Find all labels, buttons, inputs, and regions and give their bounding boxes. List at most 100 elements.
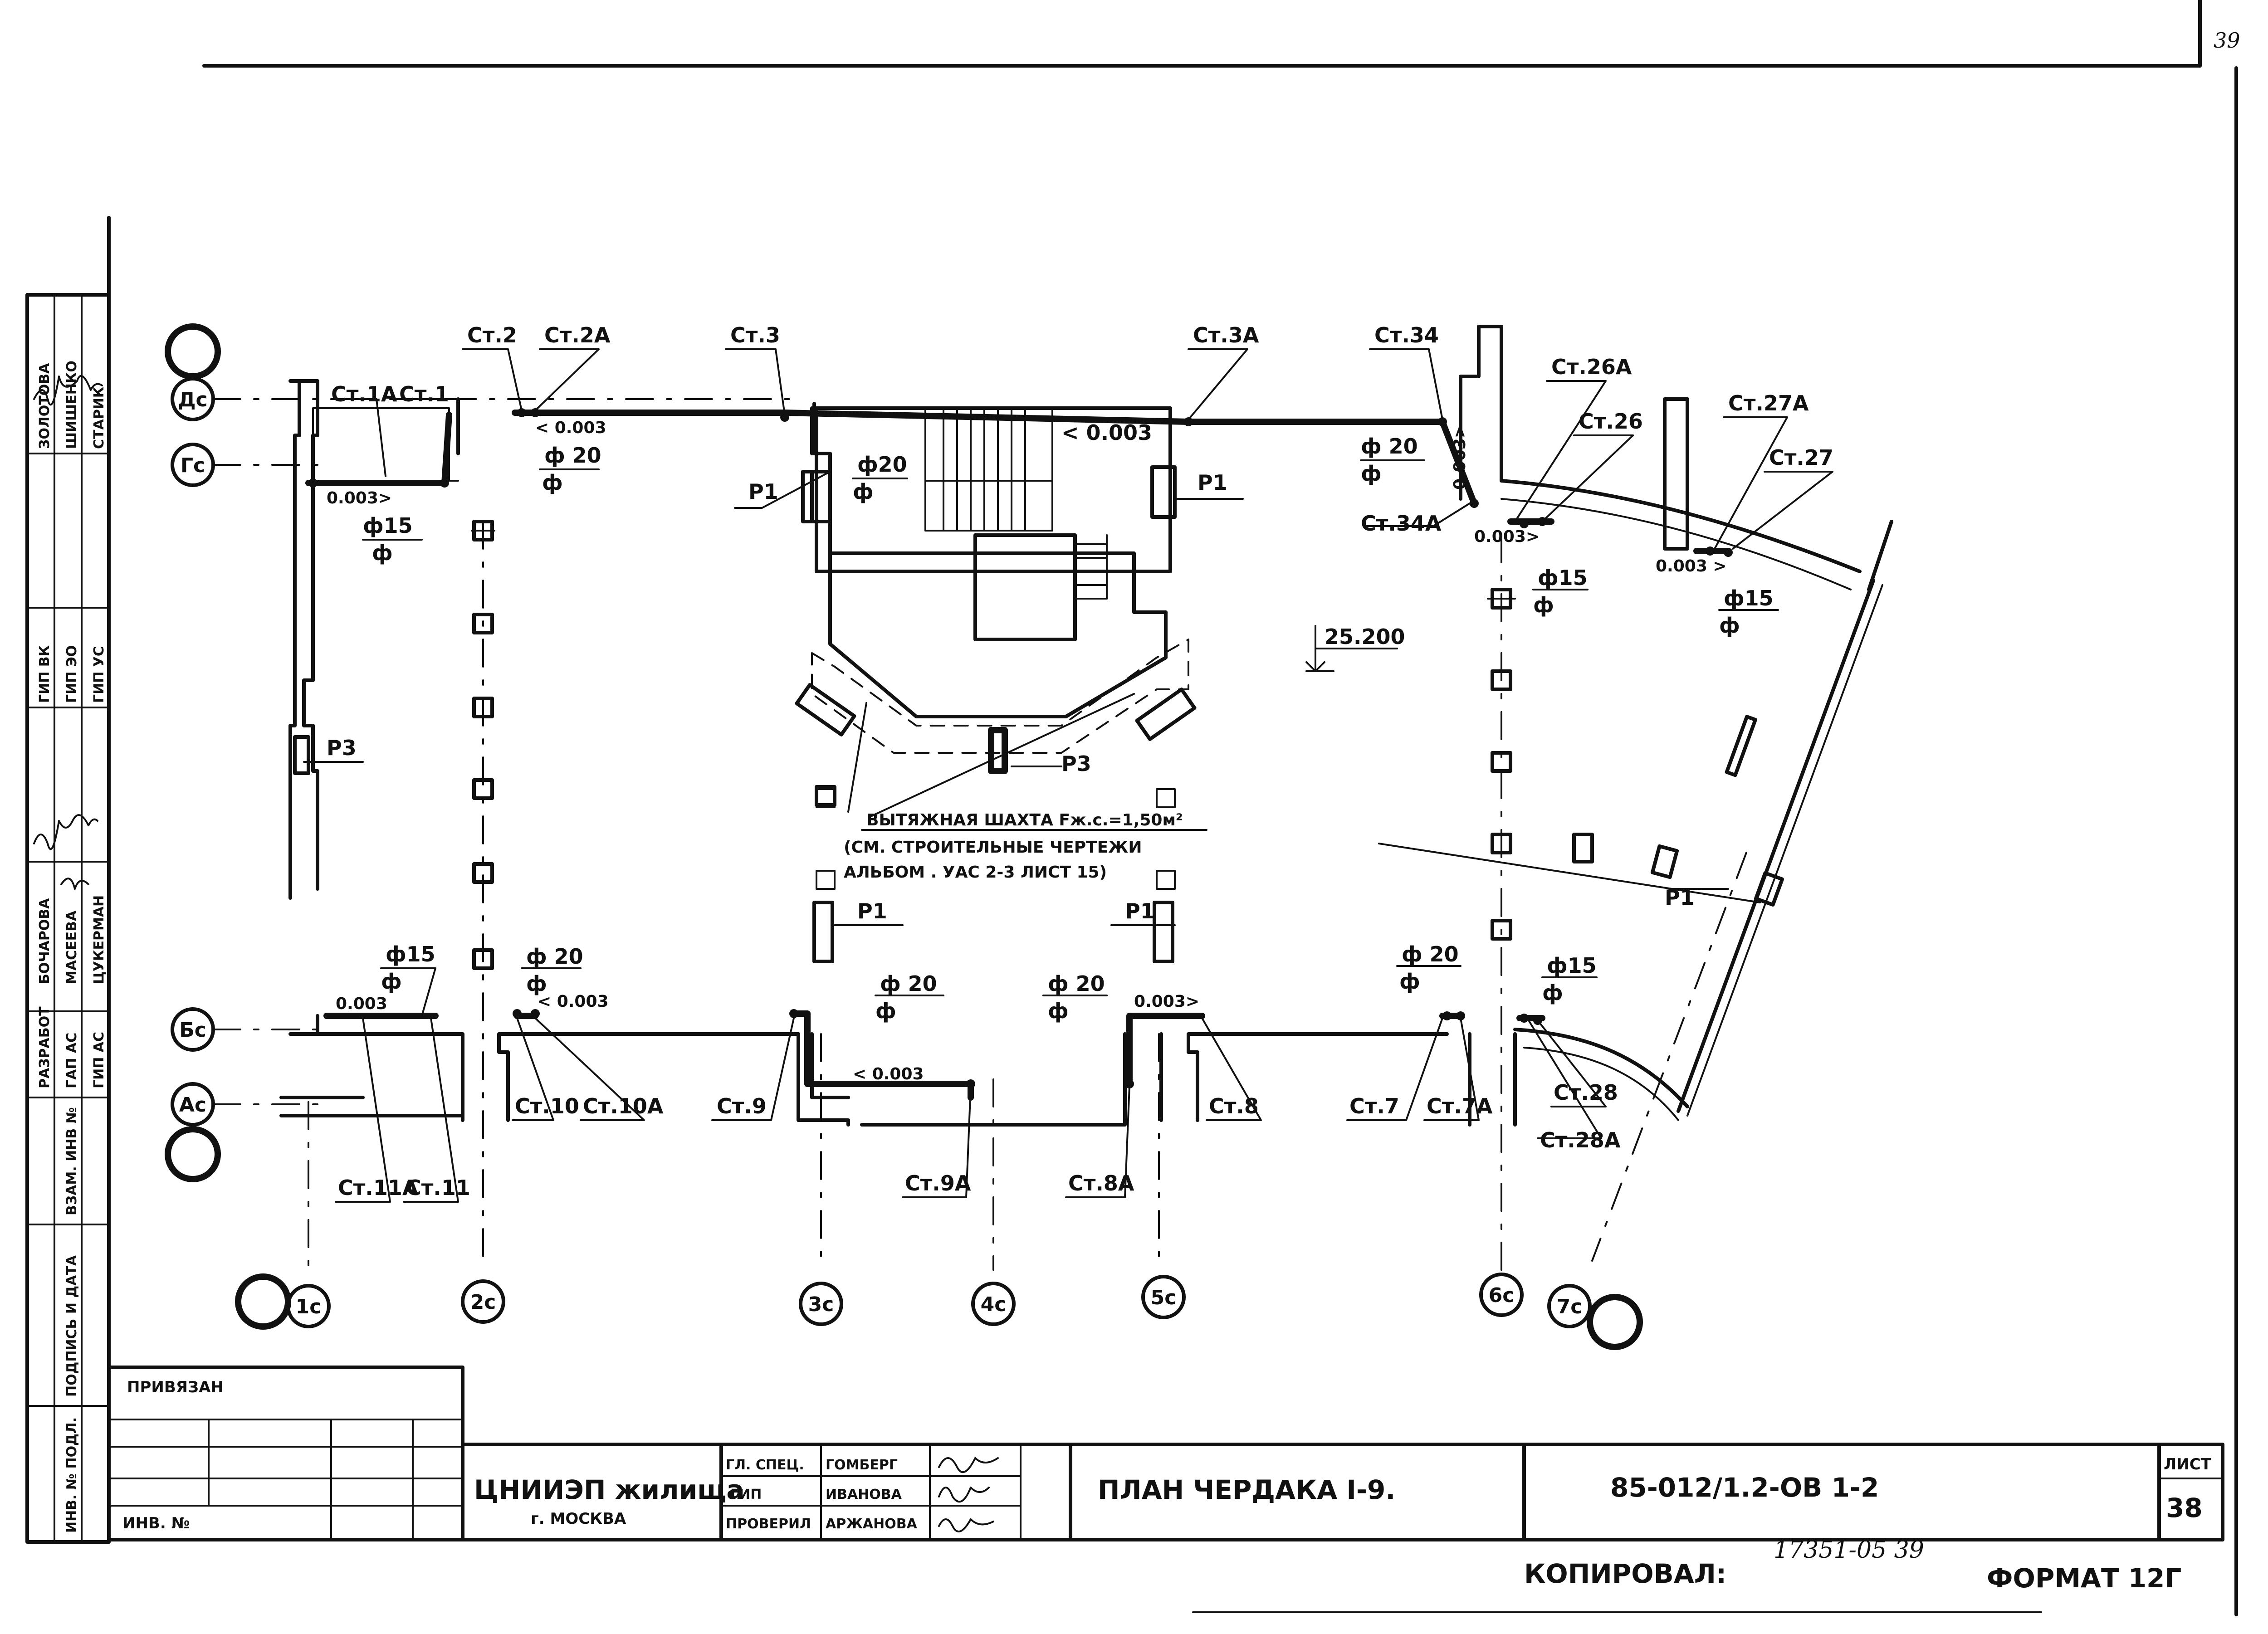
riser-label-st8: Ст.8: [1209, 1094, 1259, 1118]
signature-1: [33, 375, 103, 406]
tb-role-0: ГЛ. СПЕЦ.: [726, 1457, 804, 1473]
riser-label-st11a: Ст.11А: [338, 1176, 419, 1200]
diam-st2a: ф 20: [544, 443, 601, 468]
svg-text:7с: 7с: [1557, 1295, 1583, 1318]
radiator-label-p1-a: Р1: [748, 479, 778, 504]
riser-label-st2: Ст.2: [467, 323, 517, 347]
stamp-name2-2: СТАРИК: [91, 386, 107, 449]
svg-text:6с: 6с: [1489, 1284, 1515, 1307]
svg-text:2с: 2с: [470, 1291, 496, 1314]
slope-s2: < 0.003: [535, 419, 606, 437]
shaft-note-line1: ВЫТЯЖНАЯ ШАХТА Fж.с.=1,50м²: [866, 811, 1183, 829]
tb-name-1: ИВАНОВА: [826, 1487, 902, 1502]
shaft-note-line3: АЛЬБОМ . УАС 2-3 ЛИСТ 15): [844, 863, 1107, 882]
footer-archive-no: 17351-05 39: [1774, 1536, 1924, 1564]
svg-text:4с: 4с: [981, 1293, 1007, 1316]
riser-label-st28a: Ст.28А: [1540, 1128, 1621, 1152]
riser-label-st34: Ст.34: [1374, 323, 1439, 347]
axis-bubble-row-dc: Дс: [165, 323, 221, 421]
radiator-label-p3-a: Р3: [327, 736, 357, 760]
svg-text:Гс: Гс: [181, 454, 205, 477]
stamp-role2-0: ГИП ВК: [37, 645, 53, 703]
slope-s4: 0.003>: [1451, 424, 1469, 490]
tb-signature-1: [938, 1487, 990, 1503]
riser-label-st27a: Ст.27А: [1728, 391, 1809, 415]
diam-st1: ф15: [363, 513, 413, 538]
riser-label-st26a: Ст.26А: [1551, 355, 1632, 379]
diam-st1-phi: ф: [372, 541, 393, 565]
elevation-value: 25.200: [1325, 624, 1405, 649]
svg-text:Бс: Бс: [179, 1019, 206, 1042]
radiator-label-p1-c: Р1: [857, 899, 887, 923]
tb-name-2: АРЖАНОВА: [826, 1516, 918, 1532]
axis-bubble-col-7c: 7с: [1547, 1284, 1643, 1350]
riser-label-st1a: Ст.1А: [331, 382, 397, 406]
diam-stair: ф20: [857, 452, 907, 477]
diam-st11: ф15: [386, 942, 435, 966]
signature-2: [33, 814, 98, 850]
diam-st7: ф 20: [1402, 942, 1459, 966]
radiator-label-p3-b: Р3: [1061, 751, 1091, 776]
tb-privyazan: ПРИВЯЗАН: [127, 1378, 224, 1396]
leader-lines: [303, 348, 1833, 1203]
diam-st8-phi: ф: [1048, 999, 1069, 1023]
svg-text:Дс: Дс: [178, 388, 207, 411]
radiator-label-p1-b: Р1: [1198, 470, 1227, 495]
riser-label-st27: Ст.27: [1769, 445, 1833, 470]
diam-st8: ф 20: [1048, 971, 1105, 996]
axis-bubble-col-1c: 1с: [235, 1273, 331, 1330]
tb-org-line2: г. МОСКВА: [531, 1510, 626, 1528]
tb-sheet-label: ЛИСТ: [2164, 1455, 2212, 1473]
slope-s5: 0.003>: [1474, 527, 1540, 546]
axis-bubble-row-bc: Бс: [171, 1007, 215, 1052]
stamp-name2-1: ШИШЕНКО: [64, 361, 80, 449]
slope-s10: 0.003>: [1134, 992, 1199, 1011]
stamp-name-0: БОЧАРОВА: [37, 898, 53, 984]
slope-s6: 0.003 >: [1656, 557, 1727, 576]
slope-s3: < 0.003: [1061, 420, 1152, 445]
slope-s8: < 0.003: [538, 992, 609, 1011]
tb-name-0: ГОМБЕРГ: [826, 1457, 898, 1473]
left-stamp: ЗОЛОТОВА ШИШЕНКО СТАРИК ГИП ВК ГИП ЭО ГИ…: [25, 293, 111, 1544]
axis-bubble-col-5c: 5с: [1141, 1275, 1186, 1319]
radiator-labels: Р1 Р1 Р3 Р3 Р1 Р1 Р1: [293, 470, 1695, 923]
riser-label-st9a: Ст.9А: [905, 1171, 971, 1195]
tb-org-line1: ЦНИИЭП жилища: [474, 1474, 744, 1505]
riser-label-st3a: Ст.3А: [1193, 323, 1259, 347]
diam-st7-phi: ф: [1399, 969, 1420, 994]
stamp-name2-0: ЗОЛОТОВА: [37, 363, 53, 449]
diam-stair-phi: ф: [853, 479, 874, 504]
riser-label-st26: Ст.26: [1579, 409, 1643, 434]
riser-label-st34a: Ст.34А: [1361, 511, 1442, 536]
diam-st10-phi: ф: [526, 971, 547, 996]
footer-format: ФОРМАТ 12Г: [1987, 1563, 2181, 1594]
stamp-role-2: ГИП АС: [91, 1032, 107, 1088]
tb-doc-code: 85-012/1.2-ОВ 1-2: [1610, 1472, 1879, 1503]
diam-st11-phi: ф: [381, 969, 402, 994]
riser-label-st7: Ст.7: [1349, 1094, 1399, 1118]
svg-text:5с: 5с: [1151, 1286, 1177, 1309]
riser-labels: Ст.1А Ст.1 Ст.2 Ст.2А Ст.3 Ст.3А Ст.34 С…: [331, 323, 1833, 1200]
axis-bubble-row-ac: Ас: [165, 1082, 221, 1182]
axis-bubble-col-3c: 3с: [799, 1282, 843, 1326]
diam-st27: ф15: [1724, 586, 1774, 610]
shaft-note-line2: (СМ. СТРОИТЕЛЬНЫЕ ЧЕРТЕЖИ: [844, 838, 1142, 857]
svg-text:1с: 1с: [296, 1295, 322, 1318]
page-number: 39: [2214, 28, 2240, 53]
diam-st10: ф 20: [526, 944, 583, 969]
tb-role-1: ГИП: [730, 1487, 762, 1502]
stamp-col-label-0: ИНВ. № ПОДЛ.: [64, 1417, 80, 1533]
building-walls: [279, 325, 1893, 1127]
riser-label-st8a: Ст.8А: [1068, 1171, 1134, 1195]
slope-s1: 0.003>: [327, 489, 392, 507]
stamp-role2-2: ГИП УС: [91, 646, 107, 703]
title-block: ПРИВЯЗАН ИНВ. № ЦНИИЭП жилища г. МОСКВА …: [107, 1366, 2224, 1541]
stamp-name-1: МАСЕЕВА: [64, 910, 80, 984]
stamp-name-2: ЦУКЕРМАН: [91, 895, 107, 984]
radiator-label-p1-d: Р1: [1125, 899, 1155, 923]
diam-st26-phi: ф: [1533, 593, 1554, 617]
radiator-label-p1-e: Р1: [1665, 885, 1695, 910]
footer: КОПИРОВАЛ: 17351-05 39 ФОРМАТ 12Г: [1524, 1536, 2181, 1594]
stamp-role-1: ГАП АС: [64, 1033, 80, 1088]
